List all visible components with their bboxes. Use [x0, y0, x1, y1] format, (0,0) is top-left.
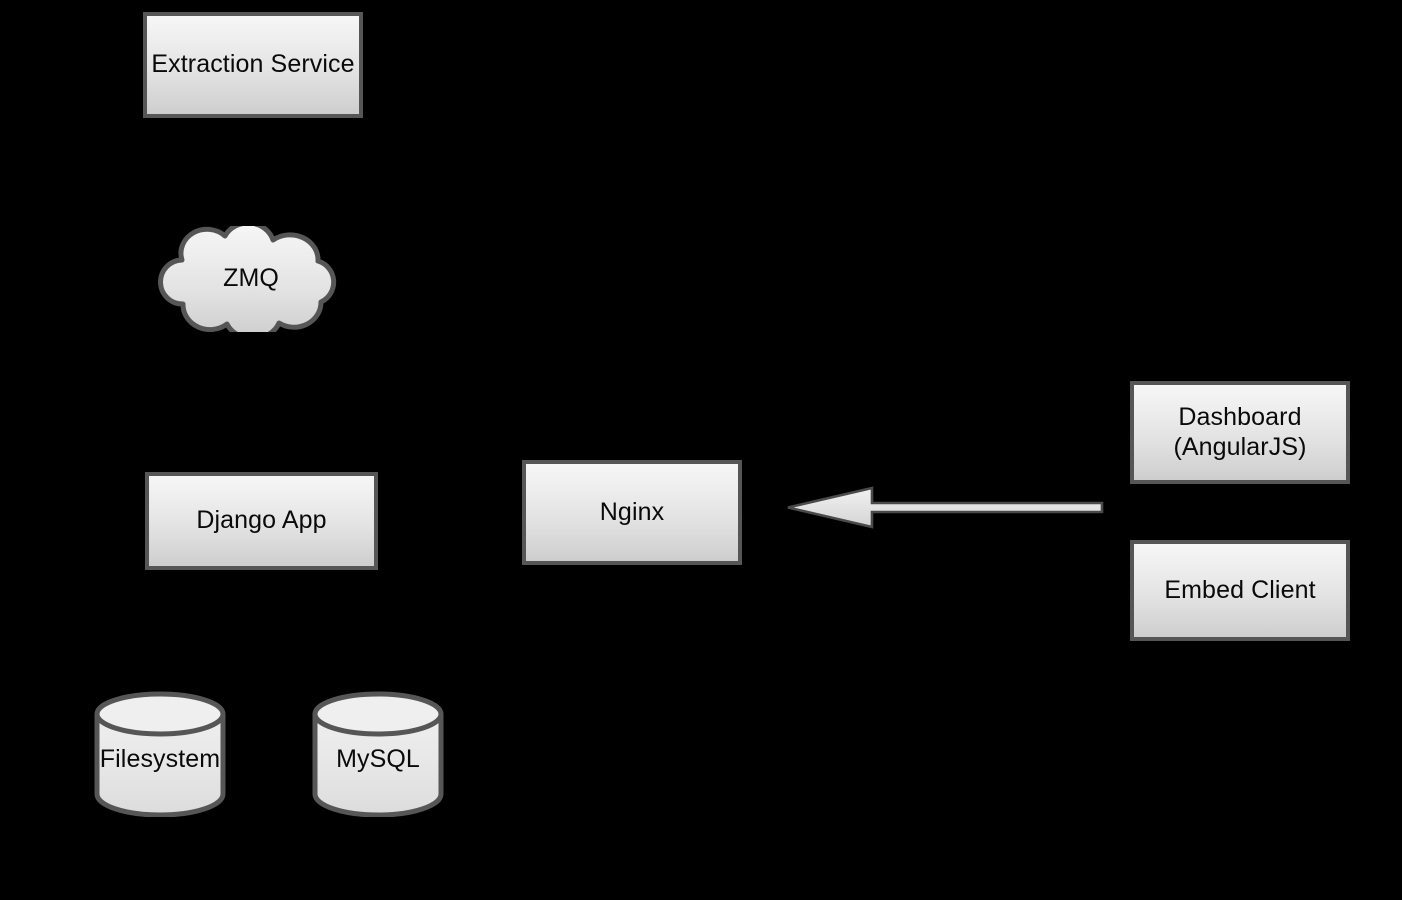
node-filesystem[interactable]: Filesystem	[92, 691, 228, 817]
database-cylinder-icon	[312, 691, 444, 817]
node-mysql[interactable]: MySQL	[310, 691, 446, 817]
cloud-icon	[158, 226, 337, 332]
node-label-nginx: Nginx	[599, 497, 665, 526]
node-label-django-app: Django App	[196, 506, 327, 535]
node-label-mysql: MySQL	[336, 745, 420, 774]
node-nginx[interactable]: Nginx	[522, 460, 742, 565]
node-extraction-service[interactable]: Extraction Service	[143, 12, 363, 118]
node-label-embed-client: Embed Client	[1164, 575, 1316, 604]
node-label-extraction-service: Extraction Service	[151, 50, 355, 79]
node-dashboard[interactable]: Dashboard (AngularJS)	[1130, 381, 1350, 484]
node-label-zmq: ZMQ	[223, 264, 279, 293]
node-zmq[interactable]: ZMQ	[155, 226, 347, 332]
node-embed-client[interactable]: Embed Client	[1130, 540, 1350, 641]
edge-client-to-nginx	[785, 483, 1105, 533]
database-cylinder-icon	[94, 691, 226, 817]
node-label-dashboard: Dashboard (AngularJS)	[1173, 403, 1307, 461]
node-django-app[interactable]: Django App	[145, 472, 378, 570]
node-label-filesystem: Filesystem	[99, 745, 221, 774]
arrow-left-icon	[787, 486, 1104, 529]
